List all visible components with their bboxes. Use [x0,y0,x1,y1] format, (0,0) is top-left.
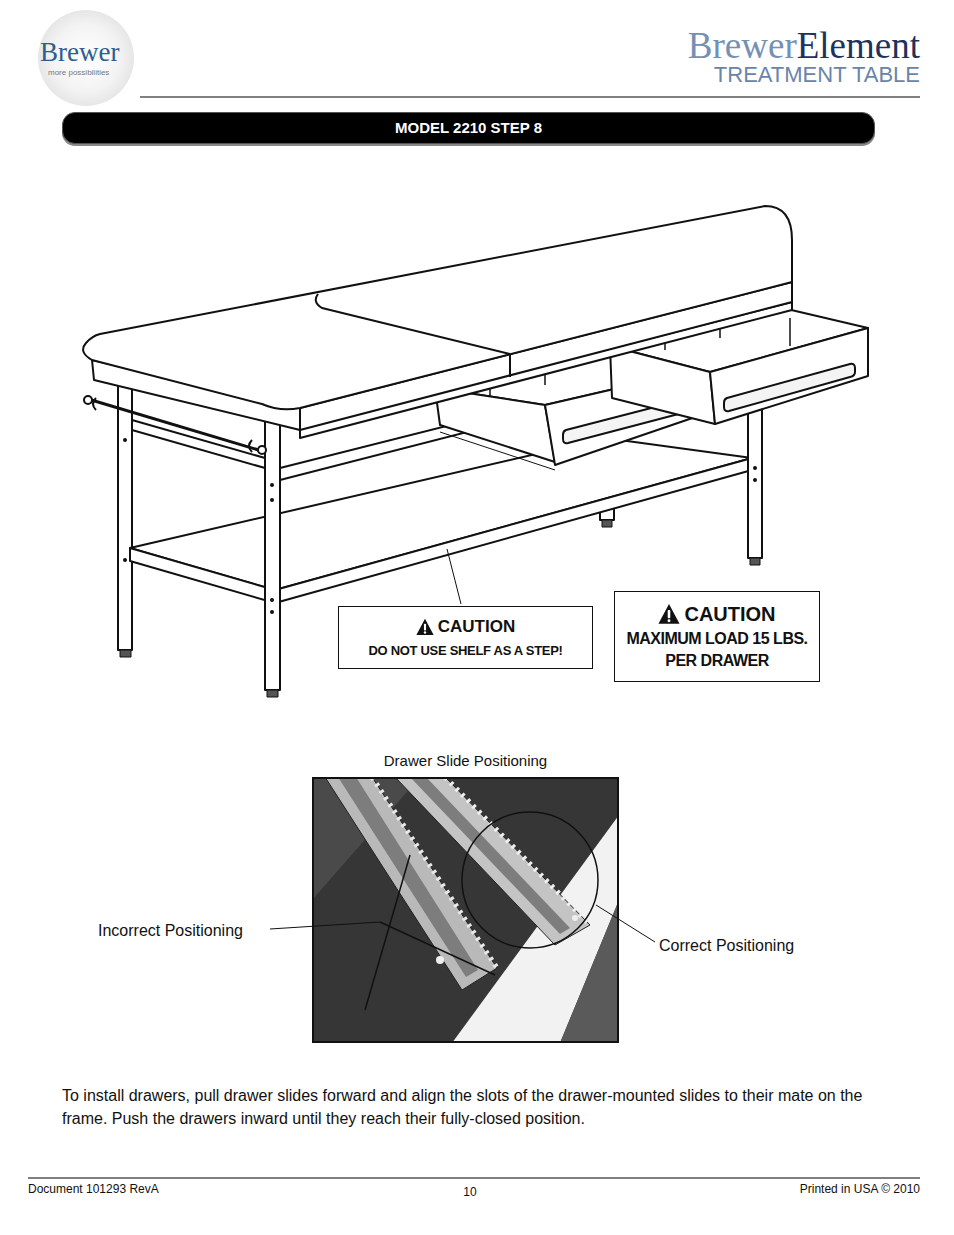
slide-photo-part [410,777,570,934]
heading-row: CAUTION [658,602,775,626]
slide-photo-part [395,777,590,945]
warning-icon [658,603,680,625]
second-drawer-part [610,346,715,424]
heading-row: CAUTION [416,617,515,637]
warning-triangle [416,618,433,634]
front-legs-part [270,598,274,602]
header-art-part [38,10,134,106]
back-legs-part [118,378,132,650]
warning-bar [424,623,426,630]
towel-bar-part [249,440,252,452]
slide-photo [312,777,619,1043]
open-drawer-part [440,432,555,470]
caution-box: CAUTIONMAXIMUM LOAD 15 LBS. PER DRAWER [614,591,820,682]
slide-photo-part [572,915,578,921]
footer-text: Document 101293 RevA [28,1182,159,1196]
back-legs-part [120,650,131,657]
slide-photo-part [312,777,619,1043]
warning-triangle [659,603,680,623]
node-body: MAXIMUM LOAD 15 LBS. PER DRAWER [621,628,813,672]
front-legs-part [753,478,757,482]
slide-photo-part [365,855,410,1010]
node-heading: MODEL 2210 STEP 8 [395,119,542,137]
front-legs-part [270,610,274,614]
header-art [38,10,920,106]
instruction-text: To install drawers, pull drawer slides f… [62,1084,867,1130]
front-legs-part [753,466,757,470]
warning-dot [424,631,426,633]
caution-box: CAUTION DO NOT USE SHELF AS A STEP! [338,606,593,669]
footer-rule [28,1178,920,1179]
second-drawer-part [724,364,855,411]
callout-leaders [270,905,655,942]
shelf-leader [447,549,461,604]
back-legs-part [123,438,127,442]
footer-text: Printed in USA © 2010 [800,1182,920,1196]
table-top-part [509,354,511,377]
callout-leaders-part [596,905,655,942]
towel-bar-part [258,446,266,454]
callout-label: Correct Positioning [659,936,794,955]
frame-rails-part [132,420,265,468]
slide-photo-part [462,812,598,948]
table-top [83,206,792,430]
warning-dot [668,619,671,622]
front-legs-part [750,558,760,565]
second-drawer-part [789,318,791,346]
front-legs-part [265,412,280,690]
lower-shelf-part [130,548,275,603]
product-logo-part: Element [797,25,920,66]
lower-shelf-part [130,438,752,590]
front-legs-part [270,498,274,502]
slide-photo-part [436,956,444,964]
back-legs-part [123,558,127,562]
node-heading: CAUTION [684,602,775,626]
callout-label: Incorrect Positioning [98,921,243,940]
treatment-table [83,206,868,697]
second-drawer-part [710,328,868,424]
node-heading: CAUTION [438,617,515,637]
table-top-part [83,206,792,409]
front-legs-part [270,483,274,487]
towel-bar-part [84,396,92,404]
lower-shelf-part [275,458,752,603]
node-body: DO NOT USE SHELF AS A STEP! [368,643,562,659]
brand-tagline: more possibilities [48,68,109,78]
warning-bar [668,609,671,617]
slide-photo-part [380,922,495,975]
page-number: 10 [430,1185,510,1199]
lower-shelf [130,438,752,603]
front-legs-part [267,690,278,697]
photo-frame: Drawer Slide Positioning [312,777,619,1043]
warning-icon [416,618,434,636]
product-subtitle: TREATMENT TABLE [714,62,920,88]
towel-bar-part [93,398,96,410]
footer-rule-part [28,1178,920,1179]
table-top-part [316,294,510,354]
node-heading: Drawer Slide Positioning [381,752,550,770]
product-logo-part: Brewer [688,25,797,66]
step-banner: MODEL 2210 STEP 8 [62,112,875,144]
product-logo: BrewerElement [688,24,920,68]
slide-photo-part [445,777,590,925]
header-art-part [140,97,920,98]
brand-logo: Brewer [40,36,119,68]
callout-leaders-part [270,922,380,929]
back-legs-part [602,520,612,527]
